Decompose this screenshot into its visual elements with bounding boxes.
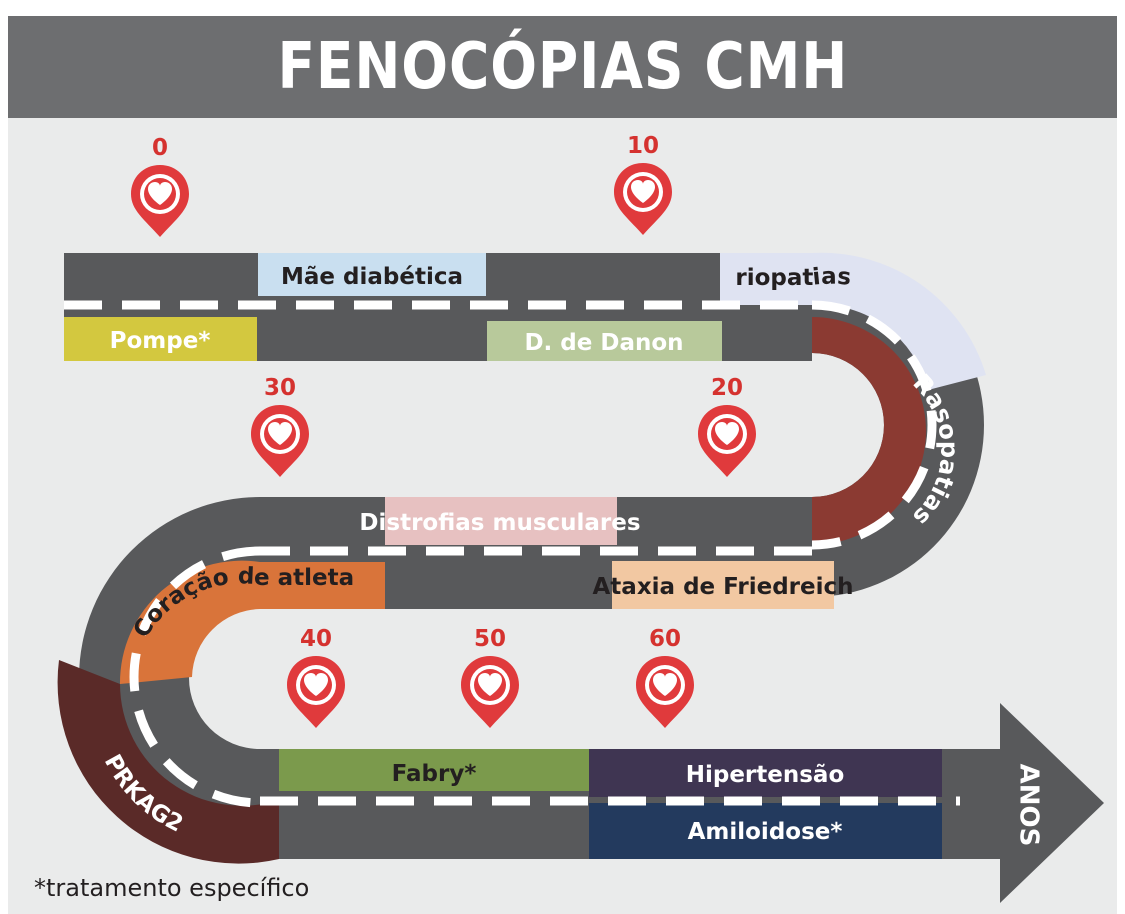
block-fabry (279, 749, 589, 791)
label-mae-diabetica: Mãe diabética (281, 264, 463, 290)
title-bar: FENOCÓPIAS CMH (8, 16, 1117, 118)
page-title: FENOCÓPIAS CMH (277, 30, 848, 104)
condition-blocks (57, 252, 986, 864)
milestone-60: 60 (636, 626, 694, 728)
label-fabry: Fabry* (392, 761, 477, 787)
milestone-label: 50 (474, 626, 506, 652)
milestone-label: 60 (649, 626, 681, 652)
label-ataxia: Ataxia de Friedreich (593, 574, 854, 600)
milestone-label: 20 (711, 375, 743, 401)
road-arrow-head (1000, 703, 1104, 903)
label-danon: D. de Danon (524, 330, 683, 356)
milestone-10: 10 (614, 133, 672, 235)
block-mae-diabetica (258, 253, 486, 296)
block-distrofias (385, 497, 617, 545)
milestone-40: 40 (287, 626, 345, 728)
block-ataxia (612, 561, 834, 609)
block-danon (487, 321, 722, 361)
milestone-0: 0 (131, 135, 189, 237)
milestone-50: 50 (461, 626, 519, 728)
axis-label-anos: ANOS (1014, 764, 1044, 847)
block-rasopatias (812, 317, 926, 545)
road-center-line (64, 300, 960, 808)
label-distrofias: Distrofias musculares (359, 510, 640, 536)
milestone-label: 10 (627, 133, 659, 159)
milestone-label: 30 (264, 375, 296, 401)
label-hipertensao: Hipertensão (686, 762, 845, 788)
milestone-20: 20 (698, 375, 756, 477)
milestone-label: 0 (152, 135, 168, 161)
block-prkag2 (57, 660, 279, 864)
milestone-label: 40 (300, 626, 332, 652)
label-pompe: Pompe* (110, 328, 211, 354)
block-coracao-atleta (119, 560, 386, 684)
milestone-30: 30 (251, 375, 309, 477)
label-amiloidose: Amiloidose* (688, 819, 843, 845)
milestone-markers: 0 10 20 30 40 50 60 (131, 133, 756, 728)
footnote: *tratamento específico (34, 874, 310, 902)
block-hipertensao (589, 749, 942, 797)
block-mitocondriopatias (720, 252, 986, 390)
block-amiloidose (589, 803, 942, 859)
block-pompe (64, 317, 257, 361)
